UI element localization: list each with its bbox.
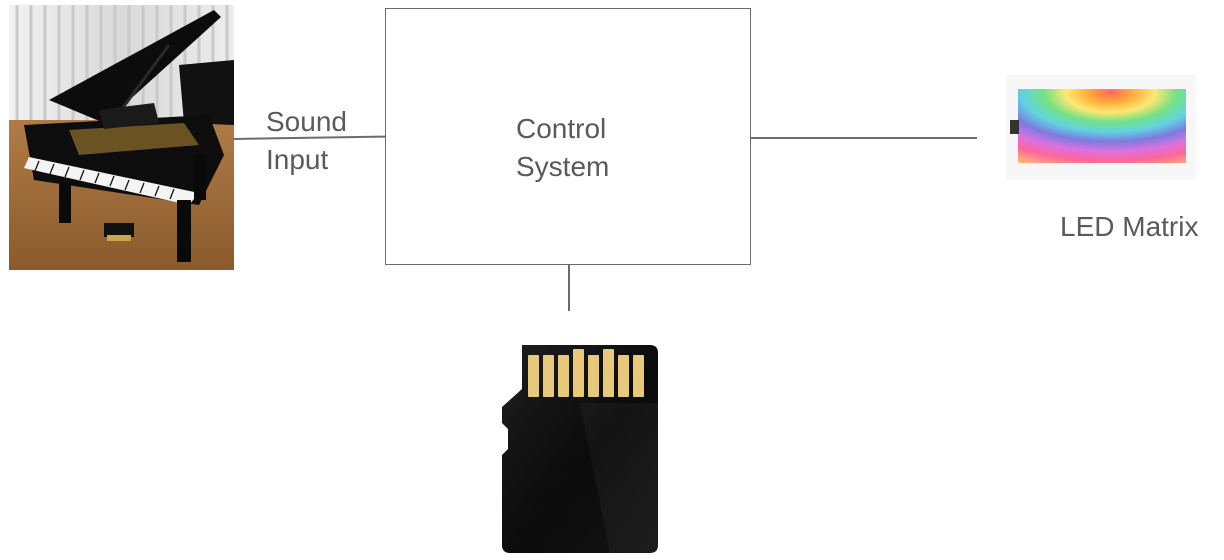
control-system-label: Control System	[516, 110, 609, 186]
led-matrix-icon	[1006, 75, 1196, 180]
grand-piano-icon	[9, 5, 234, 270]
control-system-line-2: System	[516, 151, 610, 182]
microsd-card-image	[500, 343, 660, 555]
grand-piano-image	[9, 5, 234, 270]
sound-input-line-2: Input	[266, 144, 329, 175]
control-system-line-1: Control	[516, 113, 607, 144]
sound-input-line-1: Sound	[266, 106, 347, 137]
connector-control-to-sd	[568, 265, 570, 311]
led-matrix-label: LED Matrix	[1060, 211, 1199, 242]
control-system-box	[385, 8, 751, 265]
led-matrix-image	[1006, 75, 1196, 180]
sound-input-label: Sound Input	[266, 103, 347, 179]
microsd-card-icon	[502, 345, 658, 553]
connector-control-to-led	[751, 137, 977, 139]
